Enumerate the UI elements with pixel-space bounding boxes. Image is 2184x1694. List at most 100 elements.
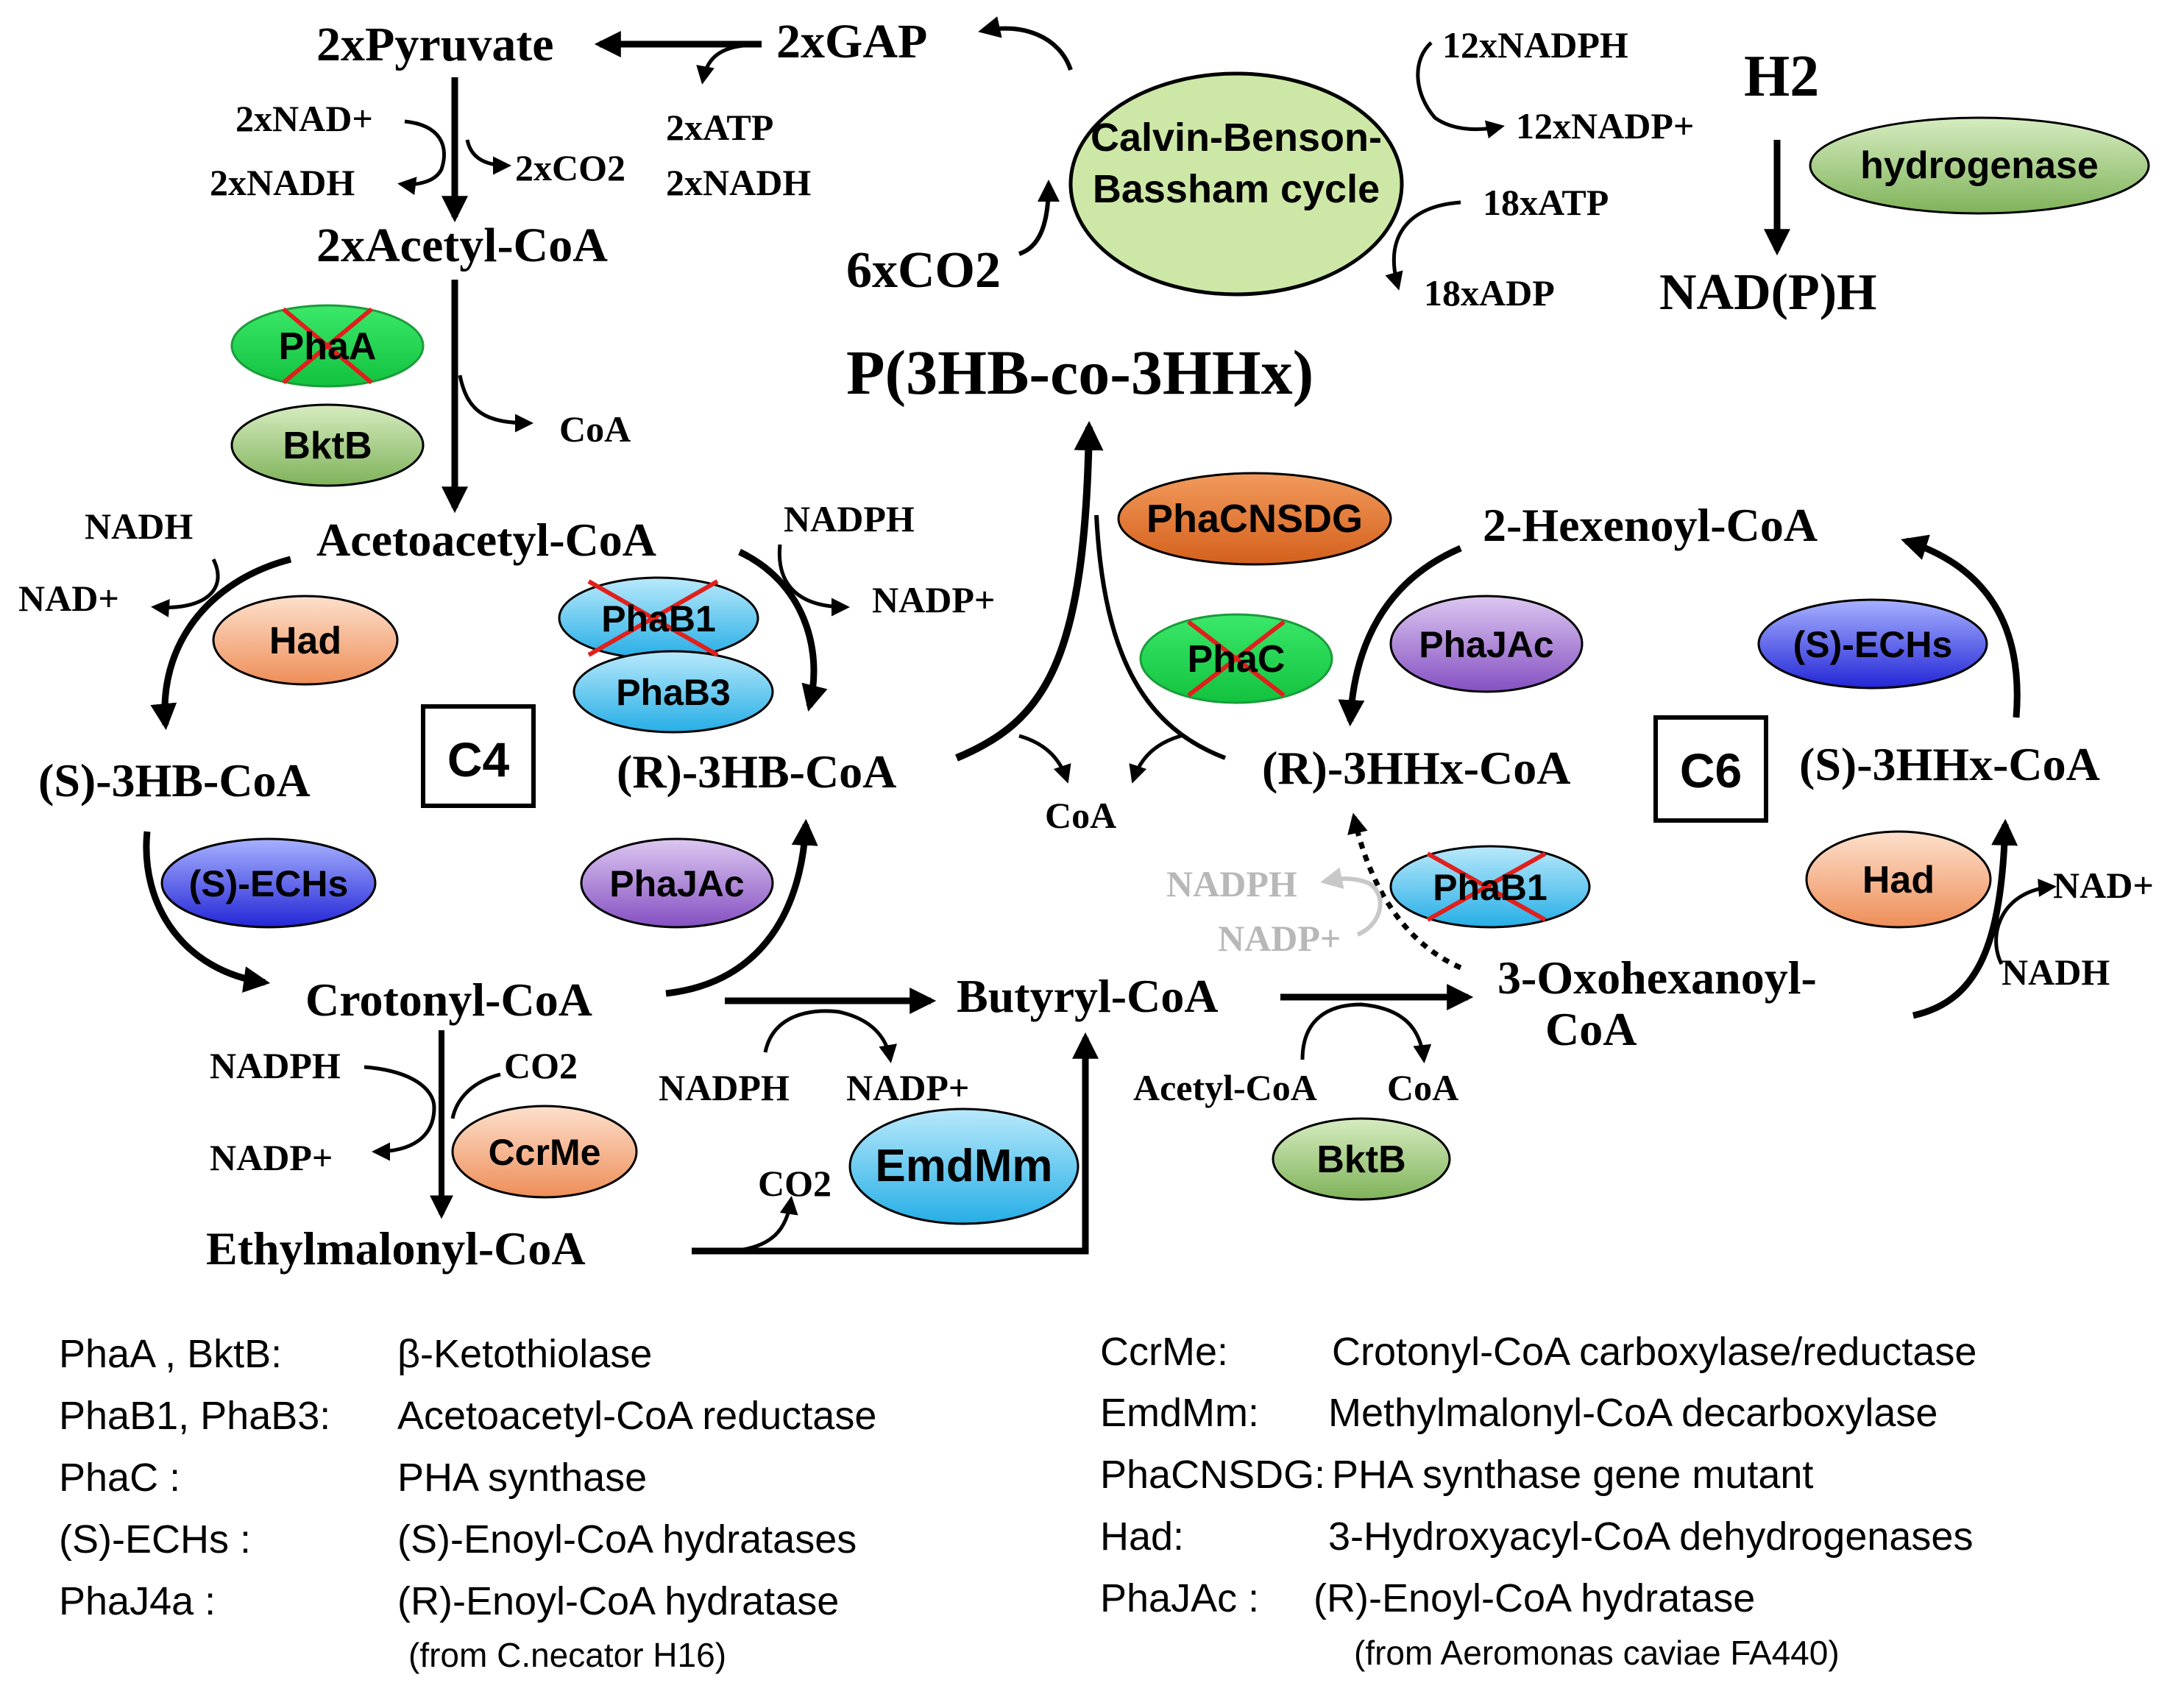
nad-right: NAD+: [2053, 865, 2154, 906]
phaJac-label-2: PhaJAc: [1419, 624, 1553, 665]
c4-box: [421, 704, 536, 808]
arrow-nadh-nad-right: [1994, 878, 2057, 965]
nadph-12x: 12xNADPH: [1442, 24, 1628, 65]
hexenoyl-coa-label: 2-Hexenoyl-CoA: [1483, 499, 1818, 551]
nadp-grey: NADP+: [1218, 918, 1341, 959]
arrow-cbb-gap: [978, 16, 1073, 71]
had-label-2: Had: [1862, 859, 1935, 901]
phaB1-label-2: PhaB1: [1433, 867, 1547, 908]
acetyl-coa-bk: Acetyl-CoA: [1133, 1067, 1317, 1108]
nadp-12x: 12xNADP+: [1516, 105, 1694, 146]
legend-left-value-4: (R)-Enoyl-CoA hydratase: [397, 1579, 839, 1623]
arrow-co2-cbb: [1018, 180, 1060, 256]
nadph-cr: NADPH: [210, 1045, 341, 1086]
arrow-nadph-nadp-cr: [364, 1065, 436, 1161]
co2-cr: CO2: [504, 1045, 578, 1086]
oxohexanoyl-coa-label-1: 3-Oxohexanoyl-: [1497, 951, 1817, 1004]
cross-phaC-b: [1187, 620, 1286, 698]
r-3hb-coa-label: (R)-3HB-CoA: [617, 745, 896, 798]
legend-left-key-3: (S)-ECHs :: [59, 1517, 251, 1562]
atp-2x: 2xATP: [666, 107, 773, 148]
nad-left: NAD+: [18, 578, 119, 619]
legend-left-key-4: PhaJ4a :: [59, 1579, 216, 1623]
phaB1-label-1: PhaB1: [601, 598, 716, 639]
oxohexanoyl-coa-label-2: CoA: [1545, 1003, 1637, 1055]
phaJac-ellipse-2: [1389, 595, 1584, 693]
s-echs-label-1: (S)-ECHs: [189, 863, 349, 904]
s-3hb-coa-label: (S)-3HB-CoA: [38, 754, 311, 807]
reaction-arrows: [143, 16, 2057, 1255]
arrow-nad-nadh: [397, 119, 446, 196]
legend-right-key-2: PhaCNSDG:: [1100, 1453, 1325, 1497]
arrow-s3hhx-hexenoyl: [1901, 534, 2021, 718]
legend-left: PhaA , BktB: β-Ketothiolase PhaB1, PhaB3…: [59, 1332, 876, 1674]
r-3hhx-coa-label: (R)-3HHx-CoA: [1262, 742, 1570, 794]
nadh-left: NADH: [85, 506, 193, 547]
arrow-co2-cr: [450, 1072, 501, 1119]
legend-right-value-3: 3-Hydroxyacyl-CoA dehydrogenases: [1328, 1514, 1973, 1559]
arrow-r3hb-product: [955, 421, 1104, 762]
phaB3-ellipse: [572, 650, 774, 734]
hydrogenase-label: hydrogenase: [1860, 144, 2099, 187]
arrow-oxohex-r3hhx-dotted: [1347, 812, 1462, 971]
cbb-cycle-ellipse: [1068, 71, 1404, 297]
legend-right-value-0: Crotonyl-CoA carboxylase/reductase: [1332, 1330, 1976, 1374]
co2-em: CO2: [758, 1163, 832, 1204]
s-echs-label-2: (S)-ECHs: [1793, 624, 1953, 665]
cross-phaB1-b: [587, 579, 719, 657]
pyruvate-label: 2xPyruvate: [316, 18, 554, 71]
coa-bk: CoA: [1387, 1067, 1458, 1108]
co2-6x-label: 6xCO2: [846, 242, 1001, 299]
legend-right-key-0: CcrMe:: [1100, 1330, 1228, 1374]
s-3hhx-coa-label: (S)-3HHx-CoA: [1799, 738, 2100, 790]
metabolites: 2xPyruvate 2xGAP 2xAcetyl-CoA Acetoacety…: [38, 15, 2100, 1275]
nadh-right: NADH: [2002, 951, 2110, 993]
arrow-coa-release-r: [1129, 734, 1182, 784]
nadp-bu: NADP+: [846, 1067, 969, 1108]
legend-right-key-4: PhaJAc :: [1100, 1576, 1259, 1620]
cross-phaB1-2-b: [1426, 851, 1547, 922]
phaA-label: PhaA: [279, 325, 377, 368]
phaC-nsdg-label: PhaCNSDG: [1146, 497, 1363, 541]
arrow-acetylcoa-coa: [1300, 1002, 1432, 1063]
emdMm-label: EmdMm: [875, 1141, 1052, 1191]
cofactors: 2xNAD+ 2xNADH 2xCO2 2xATP 2xNADH CoA 12x…: [18, 24, 2154, 1204]
emdMm-ellipse: [848, 1108, 1079, 1225]
legend-right-value-2: PHA synthase gene mutant: [1332, 1453, 1813, 1497]
bktB-label-2: BktB: [1316, 1138, 1405, 1181]
had-ellipse-2: [1805, 830, 1992, 929]
nadh-2x: 2xNADH: [210, 162, 355, 203]
c4-label: C4: [447, 732, 510, 787]
nadh-2x-b: 2xNADH: [666, 162, 811, 203]
arrow-co2: [465, 139, 511, 175]
gap-label: 2xGAP: [776, 15, 927, 68]
arrow-oxohex-s3hhx: [1912, 818, 2018, 1019]
arrow-atp-nadh: [696, 43, 744, 85]
legend-right-key-3: Had:: [1100, 1514, 1184, 1559]
h2-label: H2: [1744, 44, 1819, 109]
legend-right-value-1: Methylmalonyl-CoA decarboxylase: [1328, 1391, 1937, 1435]
legend-right-note: (from Aeromonas caviae FA440): [1354, 1634, 1840, 1672]
arrow-nadph-nadp-mid: [777, 544, 850, 617]
co2-2x: 2xCO2: [515, 147, 625, 188]
had-label-1: Had: [269, 620, 341, 662]
nadp-cr: NADP+: [210, 1137, 333, 1178]
arrow-grey-nadph: [1320, 867, 1383, 937]
arrow-hexenoyl-r3hhx: [1338, 545, 1462, 727]
legend-left-value-2: PHA synthase: [397, 1456, 647, 1500]
arrow-coa-release-l: [1018, 734, 1071, 784]
crotonyl-coa-label: Crotonyl-CoA: [305, 974, 592, 1026]
acetoacetyl-coa-label: Acetoacetyl-CoA: [316, 514, 656, 566]
coa-1: CoA: [559, 408, 631, 450]
legend-right: CcrMe: Crotonyl-CoA carboxylase/reductas…: [1100, 1330, 1976, 1672]
nadp-mid: NADP+: [872, 579, 995, 620]
acetyl-coa-2x-label: 2xAcetyl-CoA: [316, 219, 608, 272]
coa-center: CoA: [1045, 795, 1116, 836]
legend-right-key-1: EmdMm:: [1100, 1391, 1259, 1435]
bktB-ellipse-2: [1272, 1117, 1451, 1201]
arrow-nadph-nadp-bu: [763, 1009, 898, 1063]
legend-left-value-1: Acetoacetyl-CoA reductase: [397, 1394, 876, 1438]
arrow-s3hb-crotonyl: [143, 831, 271, 993]
